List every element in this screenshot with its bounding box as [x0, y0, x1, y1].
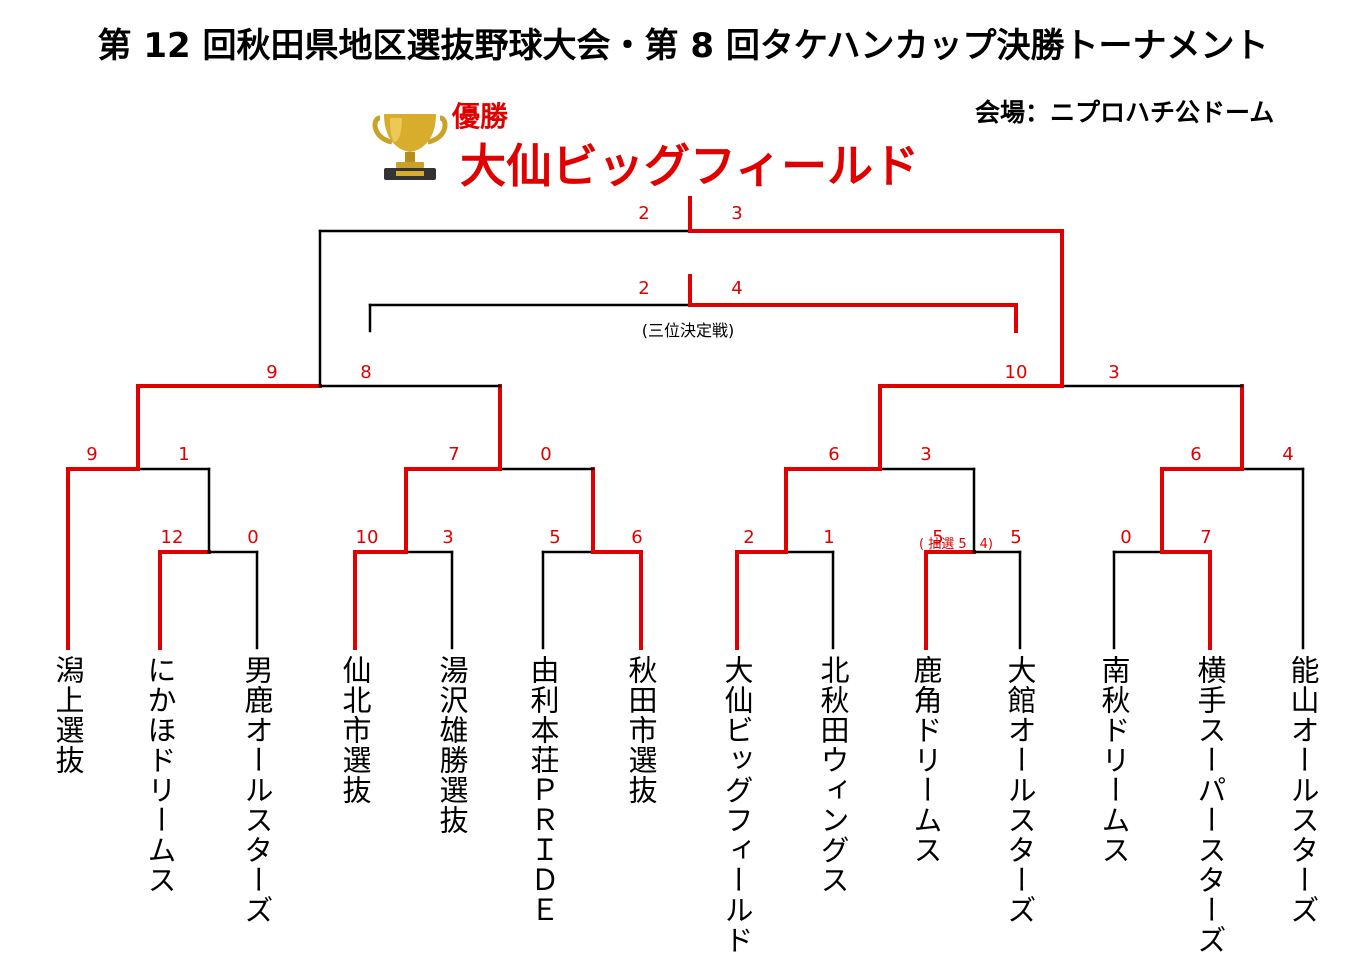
score-label: 2	[638, 203, 649, 224]
score-label: 4	[1282, 444, 1293, 465]
team-name: 仙北市選抜	[338, 655, 372, 805]
score-label: 1	[178, 444, 189, 465]
score-label: 3	[442, 527, 453, 548]
score-label: 2	[638, 278, 649, 299]
score-label: 3	[920, 444, 931, 465]
score-label: 6	[1190, 444, 1201, 465]
score-label: 10	[356, 527, 379, 548]
score-label: 0	[1120, 527, 1131, 548]
score-label: 5	[932, 527, 943, 548]
score-label: 3	[731, 203, 742, 224]
team-name: 大館オールスターズ	[1003, 655, 1037, 925]
score-label: 1	[823, 527, 834, 548]
team-name: 能山オールスターズ	[1286, 655, 1320, 925]
team-name: 北秋田ウィングス	[816, 655, 850, 895]
lottery-note: ( 抽選 5 4)	[919, 537, 993, 552]
team-name: 男鹿オールスターズ	[240, 655, 274, 925]
team-name: 横手スーパースターズ	[1193, 655, 1227, 955]
score-label: 2	[743, 527, 754, 548]
score-label: 9	[86, 444, 97, 465]
score-label: 0	[540, 444, 551, 465]
champion-label: 優勝	[452, 100, 509, 133]
score-label: 4	[731, 278, 742, 299]
score-label: 5	[1010, 527, 1021, 548]
score-label: 0	[247, 527, 258, 548]
score-label: 5	[549, 527, 560, 548]
score-label: 6	[631, 527, 642, 548]
champion-name: 大仙ビッグフィールド	[460, 139, 920, 193]
score-label: 9	[266, 362, 277, 383]
team-name: 南秋ドリームス	[1097, 655, 1131, 865]
score-label: 8	[360, 362, 371, 383]
team-name: 大仙ビッグフィールド	[720, 655, 754, 955]
third-place-label: (三位決定戦)	[642, 321, 735, 340]
score-label: 3	[1108, 362, 1119, 383]
venue-label: 会場：ニプロハチ公ドーム	[975, 98, 1275, 127]
team-name: にかほドリームス	[143, 655, 177, 895]
trophy-icon	[372, 114, 448, 180]
score-label: 10	[1005, 362, 1028, 383]
score-label: 7	[1200, 527, 1211, 548]
score-label: 6	[828, 444, 839, 465]
team-name: 鹿角ドリームス	[909, 655, 943, 865]
team-name: 湯沢雄勝選抜	[435, 655, 469, 835]
team-name: 秋田市選抜	[624, 655, 658, 805]
score-label: 12	[161, 527, 184, 548]
page-title: 第 12 回秋田県地区選抜野球大会・第 8 回タケハンカップ決勝トーナメント	[97, 26, 1269, 66]
score-label: 7	[448, 444, 459, 465]
team-name: 潟上選抜	[51, 655, 85, 775]
team-name: 由利本荘ＰＲＩＤＥ	[526, 655, 560, 925]
